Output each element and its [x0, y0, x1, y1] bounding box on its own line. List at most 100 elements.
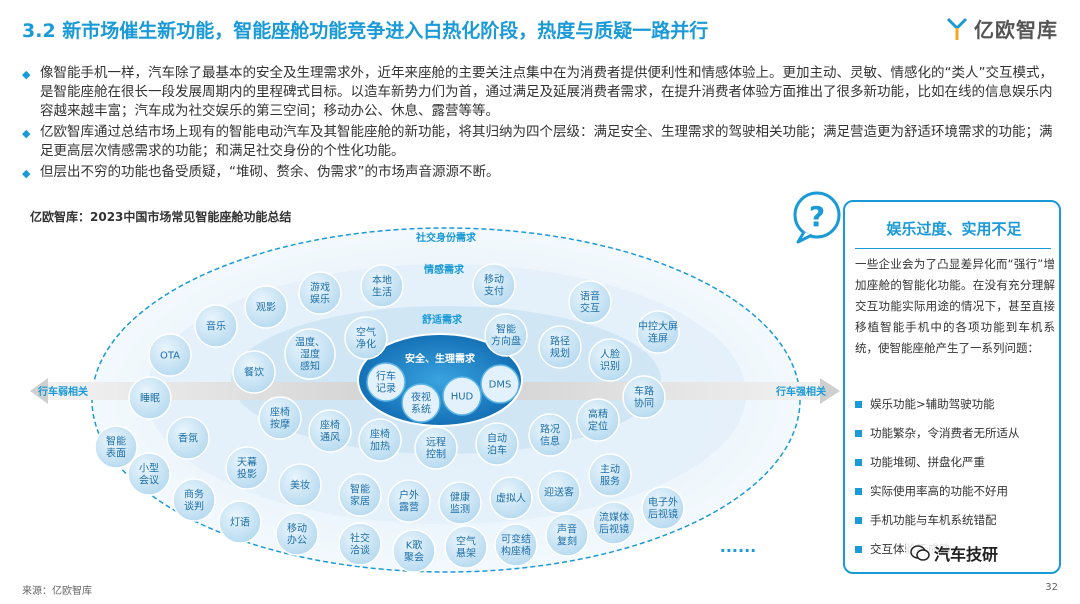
- function-bubble: 可变结构座椅: [494, 523, 538, 567]
- bubble-circle: [308, 409, 352, 453]
- bubble-label: K歌聚会: [404, 539, 424, 564]
- bubble-label: 音乐: [206, 320, 226, 333]
- diagram-title: 亿欧智库：2023中国市场常见智能座舱功能总结: [30, 210, 292, 224]
- social-layer-label: 社交身份需求: [415, 231, 477, 244]
- bubble-label: 移动办公: [287, 522, 307, 547]
- bullet-item: ◆ 亿欧智库通过总结市场上现有的智能电动汽车及其智能座舱的新功能，将其归纳为四个层…: [22, 123, 1062, 161]
- function-bubble: 流媒体后视镜: [592, 501, 636, 545]
- bubble-label: 观影: [256, 302, 276, 314]
- function-bubble: 空气净化: [344, 316, 388, 360]
- bubble-label: 迎送客: [544, 486, 574, 499]
- diamond-icon: ◆: [22, 127, 31, 140]
- function-bubble: 智能家居: [338, 473, 382, 517]
- function-bubble: 移动支付: [472, 263, 516, 307]
- watermark: 汽车技研: [906, 541, 1003, 565]
- bubble-label: 流媒体后视镜: [599, 511, 629, 536]
- bubble-circle: [545, 513, 589, 557]
- function-bubble: 路况信息: [528, 413, 572, 457]
- bubble-label: 声音复刻: [557, 523, 577, 548]
- bubble-label: 语音交互: [580, 290, 600, 315]
- bubble-circle: [387, 479, 431, 523]
- function-bubble: 游戏娱乐: [298, 271, 342, 315]
- issue-item: 娱乐功能>辅助驾驶功能: [855, 390, 1055, 419]
- bubble-label: 户外露营: [399, 489, 419, 514]
- function-bubble: 虚拟人: [489, 476, 533, 520]
- bubble-label: HUD: [451, 392, 474, 403]
- function-bubble: 智能方向盘: [484, 313, 528, 357]
- function-bubble: 睡眠: [128, 376, 172, 420]
- bubble-circle: [218, 500, 262, 544]
- function-bubble: 天幕投影: [225, 446, 269, 490]
- more-ellipsis: ......: [720, 537, 756, 556]
- function-bubble: 灯语: [218, 500, 262, 544]
- bubble-circle: [489, 476, 533, 520]
- bubble-label: 香氛: [178, 432, 198, 445]
- function-bubble: 电子外后视镜: [641, 486, 685, 530]
- bubble-circle: [278, 463, 322, 507]
- function-bubble: 餐饮: [232, 350, 276, 394]
- safety-layer: [357, 333, 523, 427]
- bubble-circle: [568, 280, 612, 324]
- issue-list: 娱乐功能>辅助驾驶功能 功能繁杂，令消费者无所适从 功能堆砌、拼盘化严重 实际使…: [855, 390, 1055, 564]
- bubble-circle: [338, 522, 382, 566]
- logo-icon: [946, 17, 968, 40]
- function-bubble: 座椅通风: [308, 409, 352, 453]
- bullet-item: ◆但层出不穷的功能也备受质疑，“堆砌、赘余、伪需求”的市场声音源源不断。: [22, 163, 1062, 183]
- bubble-label: 智能表面: [106, 435, 126, 460]
- bubble-circle: [576, 398, 620, 442]
- safety-layer-label: 安全、生理需求: [405, 352, 476, 365]
- function-bubble: 座椅加热: [358, 418, 402, 462]
- bubble-label: 社交洽谈: [350, 532, 370, 557]
- safety-bubble-circle: [366, 362, 406, 402]
- bubble-circle: [641, 486, 685, 530]
- emotion-layer-label: 情感需求: [424, 263, 465, 276]
- bubble-label: 路况信息: [540, 423, 560, 448]
- bubble-label: 小型会议: [139, 462, 159, 487]
- svg-text:?: ?: [809, 200, 825, 233]
- bubble-circle: [284, 328, 336, 380]
- safety-bubble-circle: [480, 364, 520, 404]
- bubble-circle: [94, 425, 138, 469]
- issue-panel: 娱乐过度、实用不足 一些企业会为了凸显差异化而“强行”增加座舱的智能化功能。在没…: [843, 200, 1061, 574]
- bubble-circle: [414, 426, 458, 470]
- wechat-icon: [910, 545, 930, 561]
- function-bubble: 路径规划: [538, 325, 582, 369]
- function-bubble: OTA: [148, 333, 192, 377]
- bubble-circle: [232, 350, 276, 394]
- function-bubble: 本地生活: [360, 264, 404, 308]
- bubble-label: DMS: [489, 380, 512, 391]
- bubble-circle: [225, 446, 269, 490]
- function-bubble: 美妆: [278, 463, 322, 507]
- function-bubble: 人脸识别: [588, 338, 632, 382]
- bubble-label: 可变结构座椅: [501, 533, 531, 558]
- page-number: 32: [1045, 582, 1058, 593]
- bubble-label: 夜视系统: [411, 391, 431, 416]
- bubble-label: 座椅加热: [370, 428, 390, 453]
- bullet-text: 像智能手机一样，汽车除了最基本的安全及生理需求外，近年来座舱的主要关注点集中在为…: [40, 65, 1053, 119]
- diamond-icon: ◆: [22, 68, 31, 81]
- source-note: 来源：亿欧智库: [22, 586, 92, 597]
- function-bubble: 观影: [244, 285, 288, 329]
- bubble-circle: [275, 512, 319, 556]
- function-bubble: 香氛: [166, 416, 210, 460]
- bubble-circle: [588, 453, 632, 497]
- function-bubble: 户外露营: [387, 479, 431, 523]
- function-bubble: 座椅按摩: [258, 396, 302, 440]
- axis-arrow-right-icon: [820, 378, 840, 404]
- bubble-label: 智能方向盘: [491, 323, 521, 348]
- function-bubble: 音乐: [194, 304, 238, 348]
- safety-bubble: HUD: [442, 376, 482, 416]
- bubble-circle: [588, 338, 632, 382]
- issue-item: 实际使用率高的功能不好用: [855, 477, 1055, 506]
- bubble-label: 移动支付: [484, 273, 504, 298]
- bubble-label: 空气悬架: [456, 535, 476, 560]
- bubble-circle: [484, 313, 528, 357]
- bullet-text: 亿欧智库通过总结市场上现有的智能电动汽车及其智能座舱的新功能，将其归纳为四个层级…: [40, 124, 1053, 159]
- issue-item: 功能繁杂，令消费者无所适从: [855, 419, 1055, 448]
- axis-right-label: 行车强相关: [775, 385, 826, 398]
- issue-item: 手机功能与车机系统错配: [855, 506, 1055, 535]
- function-bubble: 空气悬架: [444, 525, 488, 569]
- bubble-label: 游戏娱乐: [310, 281, 330, 306]
- axis-left-label: 行车弱相关: [37, 385, 88, 398]
